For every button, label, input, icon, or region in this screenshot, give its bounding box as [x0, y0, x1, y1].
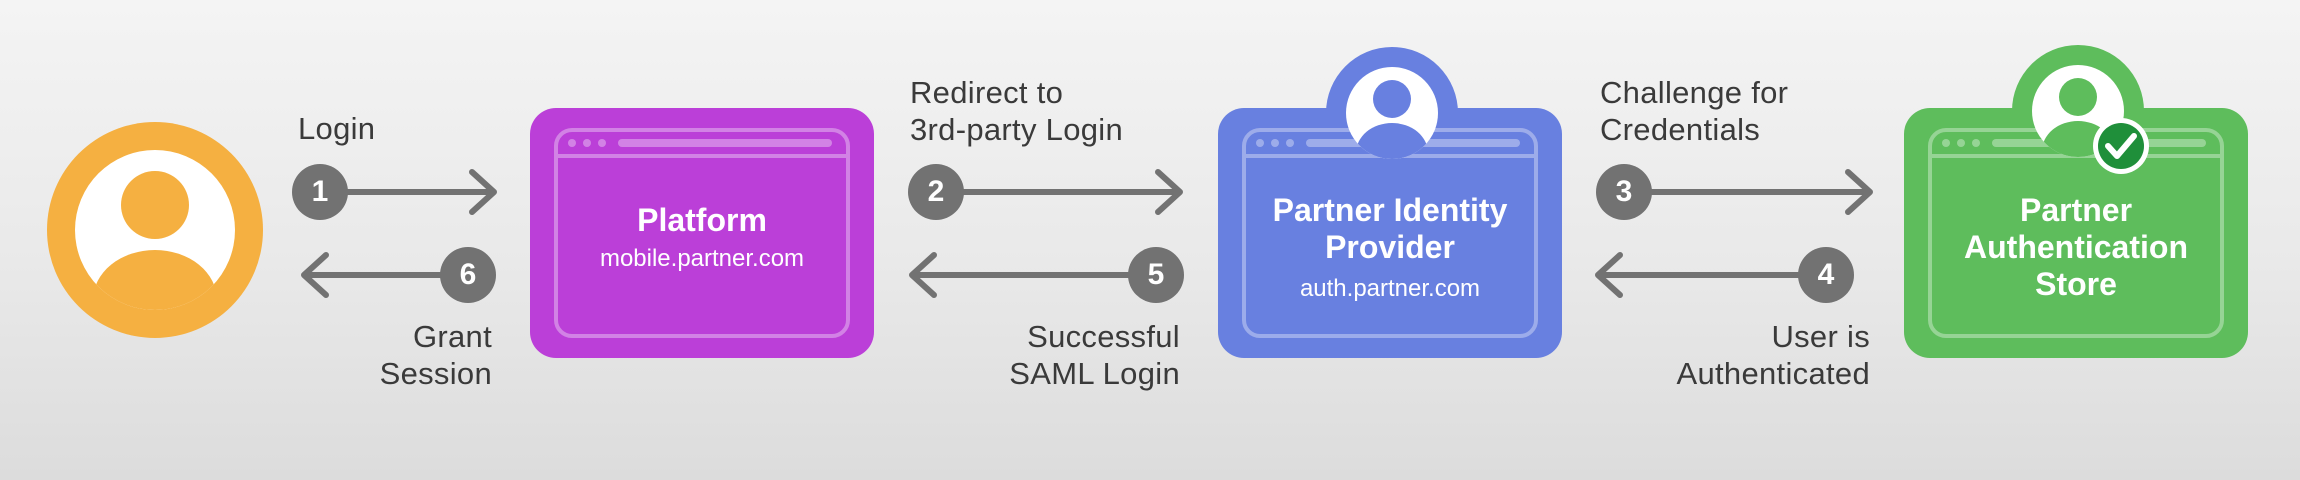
- arrow-step-5: [909, 252, 1131, 298]
- arrow-step-2: [961, 169, 1183, 215]
- step-badge-2: [908, 164, 964, 220]
- platform-title: Platform: [637, 202, 767, 238]
- auth-store-title: Partner Authentication Store: [1964, 192, 2188, 302]
- auth-store-node: [1904, 45, 2248, 358]
- step-number-3: 3: [1615, 175, 1633, 208]
- step-number-5: 5: [1147, 258, 1165, 291]
- step-badge-1: [292, 164, 348, 220]
- identity-provider-url: auth.partner.com: [1299, 275, 1481, 302]
- arrow-step-4: [1595, 252, 1801, 298]
- step-label-6: Grant Session: [379, 319, 492, 391]
- identity-provider-node: [1218, 47, 1562, 358]
- step-label-5: Successful SAML Login: [1009, 319, 1180, 391]
- step-label-1: Login: [298, 111, 376, 146]
- arrow-step-1: [345, 169, 497, 215]
- step-number-2: 2: [927, 175, 945, 208]
- step-number-1: 1: [311, 175, 329, 208]
- arrow-step-6: [301, 252, 445, 298]
- step-label-2: Redirect to 3rd-party Login: [910, 75, 1124, 147]
- step-badge-5: [1128, 247, 1184, 303]
- arrow-step-3: [1649, 169, 1873, 215]
- user-icon: [93, 171, 217, 310]
- step-badge-4: [1798, 247, 1854, 303]
- step-number-4: 4: [1817, 258, 1835, 291]
- checkmark-badge-icon: [2093, 118, 2149, 174]
- step-label-4: User is Authenticated: [1676, 319, 1870, 391]
- platform-url: mobile.partner.com: [599, 245, 805, 272]
- identity-provider-title: Partner Identity Provider: [1272, 192, 1508, 265]
- step-label-3: Challenge for Credentials: [1600, 75, 1789, 147]
- browser-window-icon: [554, 128, 850, 338]
- step-badge-6: [440, 247, 496, 303]
- step-badge-3: [1596, 164, 1652, 220]
- step-number-6: 6: [459, 258, 477, 291]
- user-icon: [1356, 80, 1428, 159]
- platform-node: [530, 108, 874, 358]
- user-avatar: [47, 122, 263, 338]
